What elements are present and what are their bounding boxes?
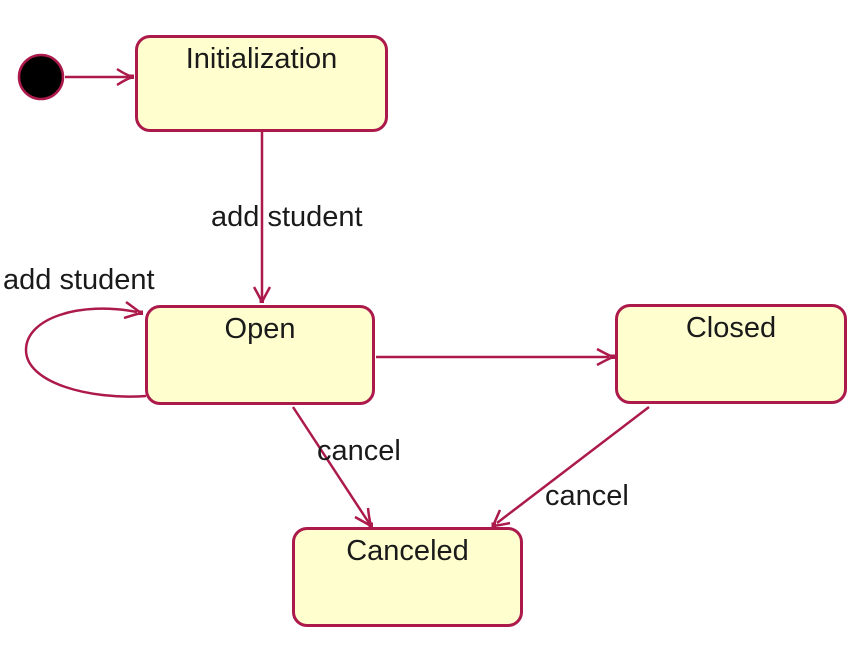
transition-label-cancel-closed-canceled: cancel xyxy=(545,480,629,512)
transition-open-to-canceled xyxy=(291,406,373,528)
transition-initialization-to-open xyxy=(252,132,272,303)
initial-state-dot xyxy=(17,53,65,101)
transition-label-add-student-self-loop: add student xyxy=(3,264,155,296)
state-canceled: Canceled xyxy=(292,527,523,627)
transition-closed-to-canceled xyxy=(491,406,650,528)
transition-open-to-closed xyxy=(376,347,615,367)
state-closed-label: Closed xyxy=(685,312,777,344)
transition-initial-to-initialization xyxy=(65,67,134,87)
transition-label-cancel-open-canceled: cancel xyxy=(317,435,401,467)
state-canceled-label: Canceled xyxy=(346,535,469,567)
state-open: Open xyxy=(145,305,375,405)
transition-open-self-loop xyxy=(24,300,147,398)
state-initialization-label: Initialization xyxy=(185,43,338,75)
state-closed: Closed xyxy=(615,304,847,404)
state-initialization: Initialization xyxy=(135,35,388,132)
transition-label-add-student-init-open: add student xyxy=(211,201,363,233)
state-open-label: Open xyxy=(224,313,296,345)
